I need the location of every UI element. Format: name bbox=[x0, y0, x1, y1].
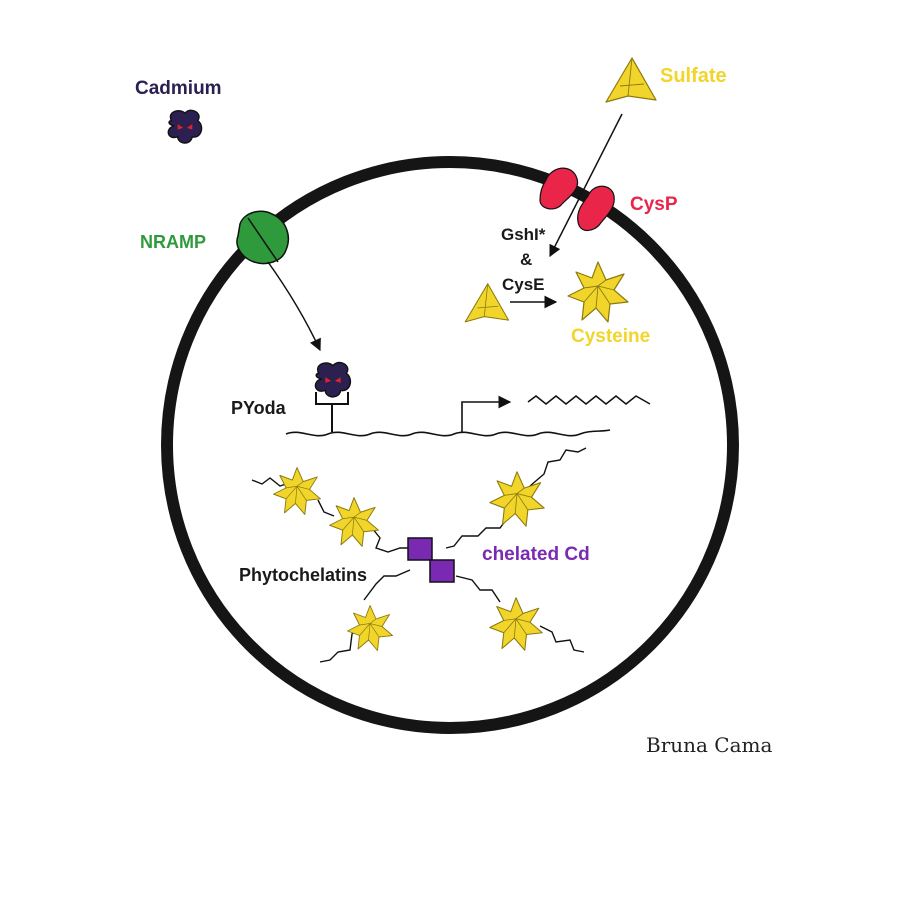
mrna-transcript bbox=[527, 395, 651, 405]
pyoda-sensor-icon bbox=[315, 392, 349, 432]
promoter-arrow bbox=[461, 395, 512, 432]
phytochelatin-cysteine-icon bbox=[347, 605, 393, 651]
phytochelatin-cysteine-icon bbox=[273, 467, 321, 515]
cadmium-ion-icon bbox=[167, 109, 203, 144]
sulfate-icon bbox=[605, 57, 657, 103]
sulfate-import-arrow bbox=[549, 113, 623, 258]
cysp-transporter-icon bbox=[539, 167, 579, 210]
enzyme-label-and: & bbox=[520, 250, 532, 269]
cadmium-label: Cadmium bbox=[135, 78, 222, 99]
cysteine-icon bbox=[567, 261, 629, 323]
enzyme-label-cyse: CysE bbox=[502, 275, 545, 294]
phytochelatins-label: Phytochelatins bbox=[239, 565, 367, 585]
chelated-cd-square bbox=[429, 559, 455, 583]
chelated-cd-label: chelated Cd bbox=[482, 544, 590, 565]
cysp-label: CysP bbox=[630, 194, 678, 215]
chelated-cd-square bbox=[407, 537, 433, 561]
cysp-transporter-icon bbox=[577, 185, 615, 232]
nramp-transporter-icon bbox=[236, 210, 290, 265]
dna-strand bbox=[285, 429, 611, 437]
sulfate-label: Sulfate bbox=[660, 65, 727, 87]
nramp-label: NRAMP bbox=[140, 232, 206, 252]
author-signature: Bruna Cama bbox=[646, 733, 772, 757]
phytochelatin-cysteine-icon bbox=[489, 597, 543, 651]
cadmium-bound-icon bbox=[314, 361, 352, 398]
pyoda-label: PYoda bbox=[231, 398, 287, 418]
enzyme-label-gshi: GshI* bbox=[501, 225, 546, 244]
cell-membrane bbox=[161, 156, 739, 734]
phytochelatin-cysteine-icon bbox=[329, 497, 379, 547]
cysteine-label: Cysteine bbox=[571, 326, 650, 347]
cadmium-import-arrow bbox=[267, 261, 321, 352]
